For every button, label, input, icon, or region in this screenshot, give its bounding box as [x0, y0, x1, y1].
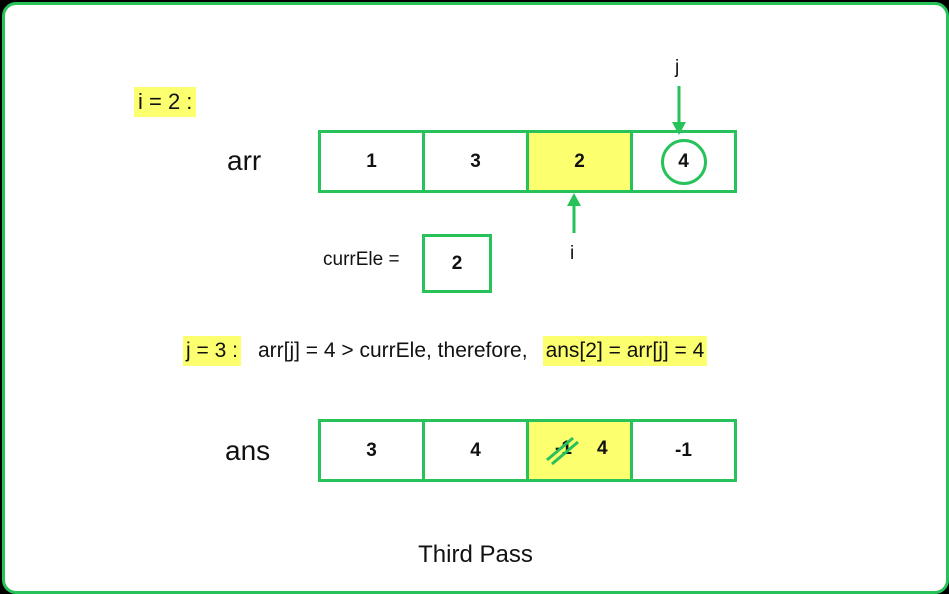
- ans-cell-2-updated: -1 4: [529, 422, 633, 479]
- arr-cell-3-value: 4: [678, 150, 689, 172]
- arr-cell-3-circle: 4: [660, 138, 707, 185]
- curr-ele-box: 2: [422, 234, 492, 293]
- curr-ele-label: currEle =: [323, 249, 400, 270]
- pointer-arrows: [567, 86, 686, 233]
- strike-through-icon: [546, 436, 579, 466]
- arrow-up-i-icon: [567, 193, 581, 233]
- ans-cell-2-new-value: 4: [597, 438, 608, 459]
- step-result: ans[2] = arr[j] = 4: [542, 336, 708, 366]
- arr-cell-3: 4: [633, 133, 734, 190]
- diagram-caption: Third Pass: [418, 541, 533, 568]
- ans-label: ans: [225, 435, 271, 466]
- ans-array: 3 4 -1 4 -1: [318, 419, 737, 482]
- iteration-label: i = 2 :: [134, 87, 197, 117]
- step-condition: arr[j] = 4 > currEle, therefore,: [257, 339, 528, 362]
- ans-cell-1: 4: [425, 422, 529, 479]
- arr-label: arr: [227, 145, 262, 176]
- ans-cell-3: -1: [675, 439, 692, 461]
- step-j-label: j = 3 :: [183, 336, 241, 366]
- arr-cell-0: 1: [321, 133, 425, 190]
- step-description: j = 3 : arr[j] = 4 > currEle, therefore,…: [183, 336, 708, 366]
- arr-cell-1: 3: [425, 133, 529, 190]
- pointer-j-label: j: [675, 57, 680, 78]
- ans-cell-0: 3: [321, 422, 425, 479]
- arr-cell-2-current: 2: [529, 133, 633, 190]
- arrow-down-j-icon: [672, 86, 686, 135]
- pointer-i-label: i: [570, 243, 575, 264]
- arr-array: 1 3 2 4: [318, 130, 737, 193]
